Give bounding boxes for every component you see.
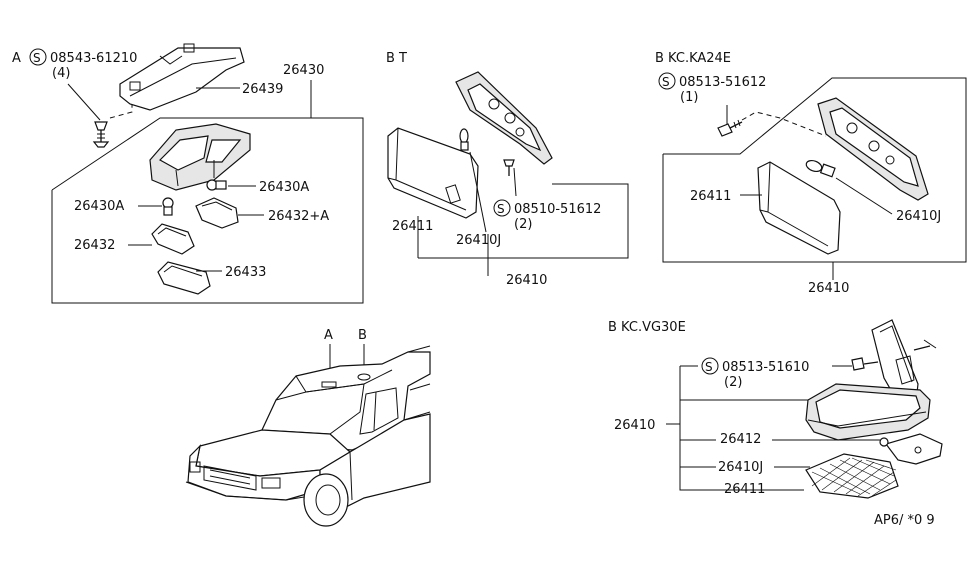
vehicle-illustration: A B: [185, 328, 431, 527]
section-kc-vg30e-housing-label: 26412: [720, 432, 761, 447]
bracket-icon: [119, 43, 245, 111]
section-kc-vg30e-screw-qty: (2): [724, 375, 742, 390]
section-kc-vg30e-assembly-label: 26410: [614, 418, 655, 433]
svg-text:S: S: [662, 75, 670, 89]
bulb-left-icon: [162, 197, 174, 216]
section-kc-ka24e-bulb-label: 26410J: [896, 209, 941, 224]
mesh-lens-icon: [805, 453, 899, 499]
mount-bracket-icon: [885, 433, 943, 465]
vehicle-marker-b: B: [358, 328, 367, 343]
lens-lower-icon: [157, 261, 211, 295]
svg-text:S: S: [33, 51, 41, 65]
screw-icon: [503, 159, 515, 176]
section-kc-ka24e-lens-label: 26411: [690, 189, 731, 204]
section-a-frame: [51, 117, 364, 304]
section-bt-screw-qty: (2): [514, 217, 532, 232]
lens-icon: [151, 223, 195, 255]
lamp-body-icon: [805, 383, 931, 441]
section-a-screw-qty: (4): [52, 66, 70, 81]
truck-icon: [185, 345, 431, 527]
screw-symbol-icon: S: [29, 48, 47, 66]
section-kc-ka24e-screw-part: 08513-51612: [679, 75, 766, 90]
hinged-cover-icon: [871, 319, 937, 407]
section-a-lens-plus-label: 26432+A: [268, 209, 329, 224]
section-kc-vg30e-screw-part: 08513-51610: [722, 360, 809, 375]
section-kc-vg30e: B KC.VG30E S 08513-51610 (2) 26410 26412…: [608, 319, 943, 499]
bulb-icon: [459, 128, 469, 151]
bulb-right-icon: [206, 179, 227, 191]
bulb-icon: [879, 437, 889, 447]
section-bt-screw-part: 08510-51612: [514, 202, 601, 217]
section-kc-ka24e-assembly-label: 26410: [808, 281, 849, 296]
lens-cover-icon: [387, 127, 479, 219]
section-bt-label: B T: [386, 51, 407, 66]
section-a-screw-part: 08543-61210: [50, 51, 137, 66]
lens-plus-icon: [195, 197, 239, 229]
screw-symbol-icon: S: [493, 199, 511, 217]
section-kc-ka24e-screw-qty: (1): [680, 90, 698, 105]
section-a-bulb-left-label: 26430A: [74, 199, 124, 214]
section-a-lens-lower-label: 26433: [225, 265, 266, 280]
section-a-assembly-label: 26430: [283, 63, 324, 78]
footer-code: AP6/ *0 9: [874, 513, 935, 528]
screw-icon: [717, 119, 743, 137]
lamp-housing-icon: [149, 123, 251, 191]
section-a-bulb-right-label: 26430A: [259, 180, 309, 195]
bulb-icon: [805, 159, 836, 178]
section-a-bracket-label: 26439: [242, 82, 283, 97]
section-a: A S 08543-61210 (4) 26430 26439 26430A 2…: [12, 43, 364, 304]
section-bt-assembly-label: 26410: [506, 273, 547, 288]
section-bt: B T S 08510-51612 (2) 26411 26410J 26410: [386, 51, 629, 288]
section-a-lens-label: 26432: [74, 238, 115, 253]
section-kc-vg30e-bulb-label: 26410J: [718, 460, 763, 475]
section-kc-ka24e: B KC.KA24E S 08513-51612 (1) 26411 26410…: [655, 51, 967, 296]
svg-text:S: S: [497, 202, 505, 216]
screw-icon: [851, 357, 879, 371]
screw-symbol-icon: S: [658, 72, 676, 90]
svg-text:S: S: [705, 360, 713, 374]
section-bt-lens-label: 26411: [392, 219, 433, 234]
section-kc-ka24e-frame: [662, 77, 967, 263]
section-a-label: A: [12, 51, 21, 66]
section-kc-ka24e-label: B KC.KA24E: [655, 51, 731, 66]
lens-cover-icon: [757, 161, 841, 255]
vehicle-marker-a: A: [324, 328, 333, 343]
section-bt-bulb-label: 26410J: [456, 233, 501, 248]
base-plate-icon: [455, 71, 553, 165]
screw-symbol-icon: S: [701, 357, 719, 375]
base-plate-icon: [817, 97, 929, 201]
section-kc-vg30e-label: B KC.VG30E: [608, 320, 686, 335]
screw-icon: [92, 121, 110, 148]
